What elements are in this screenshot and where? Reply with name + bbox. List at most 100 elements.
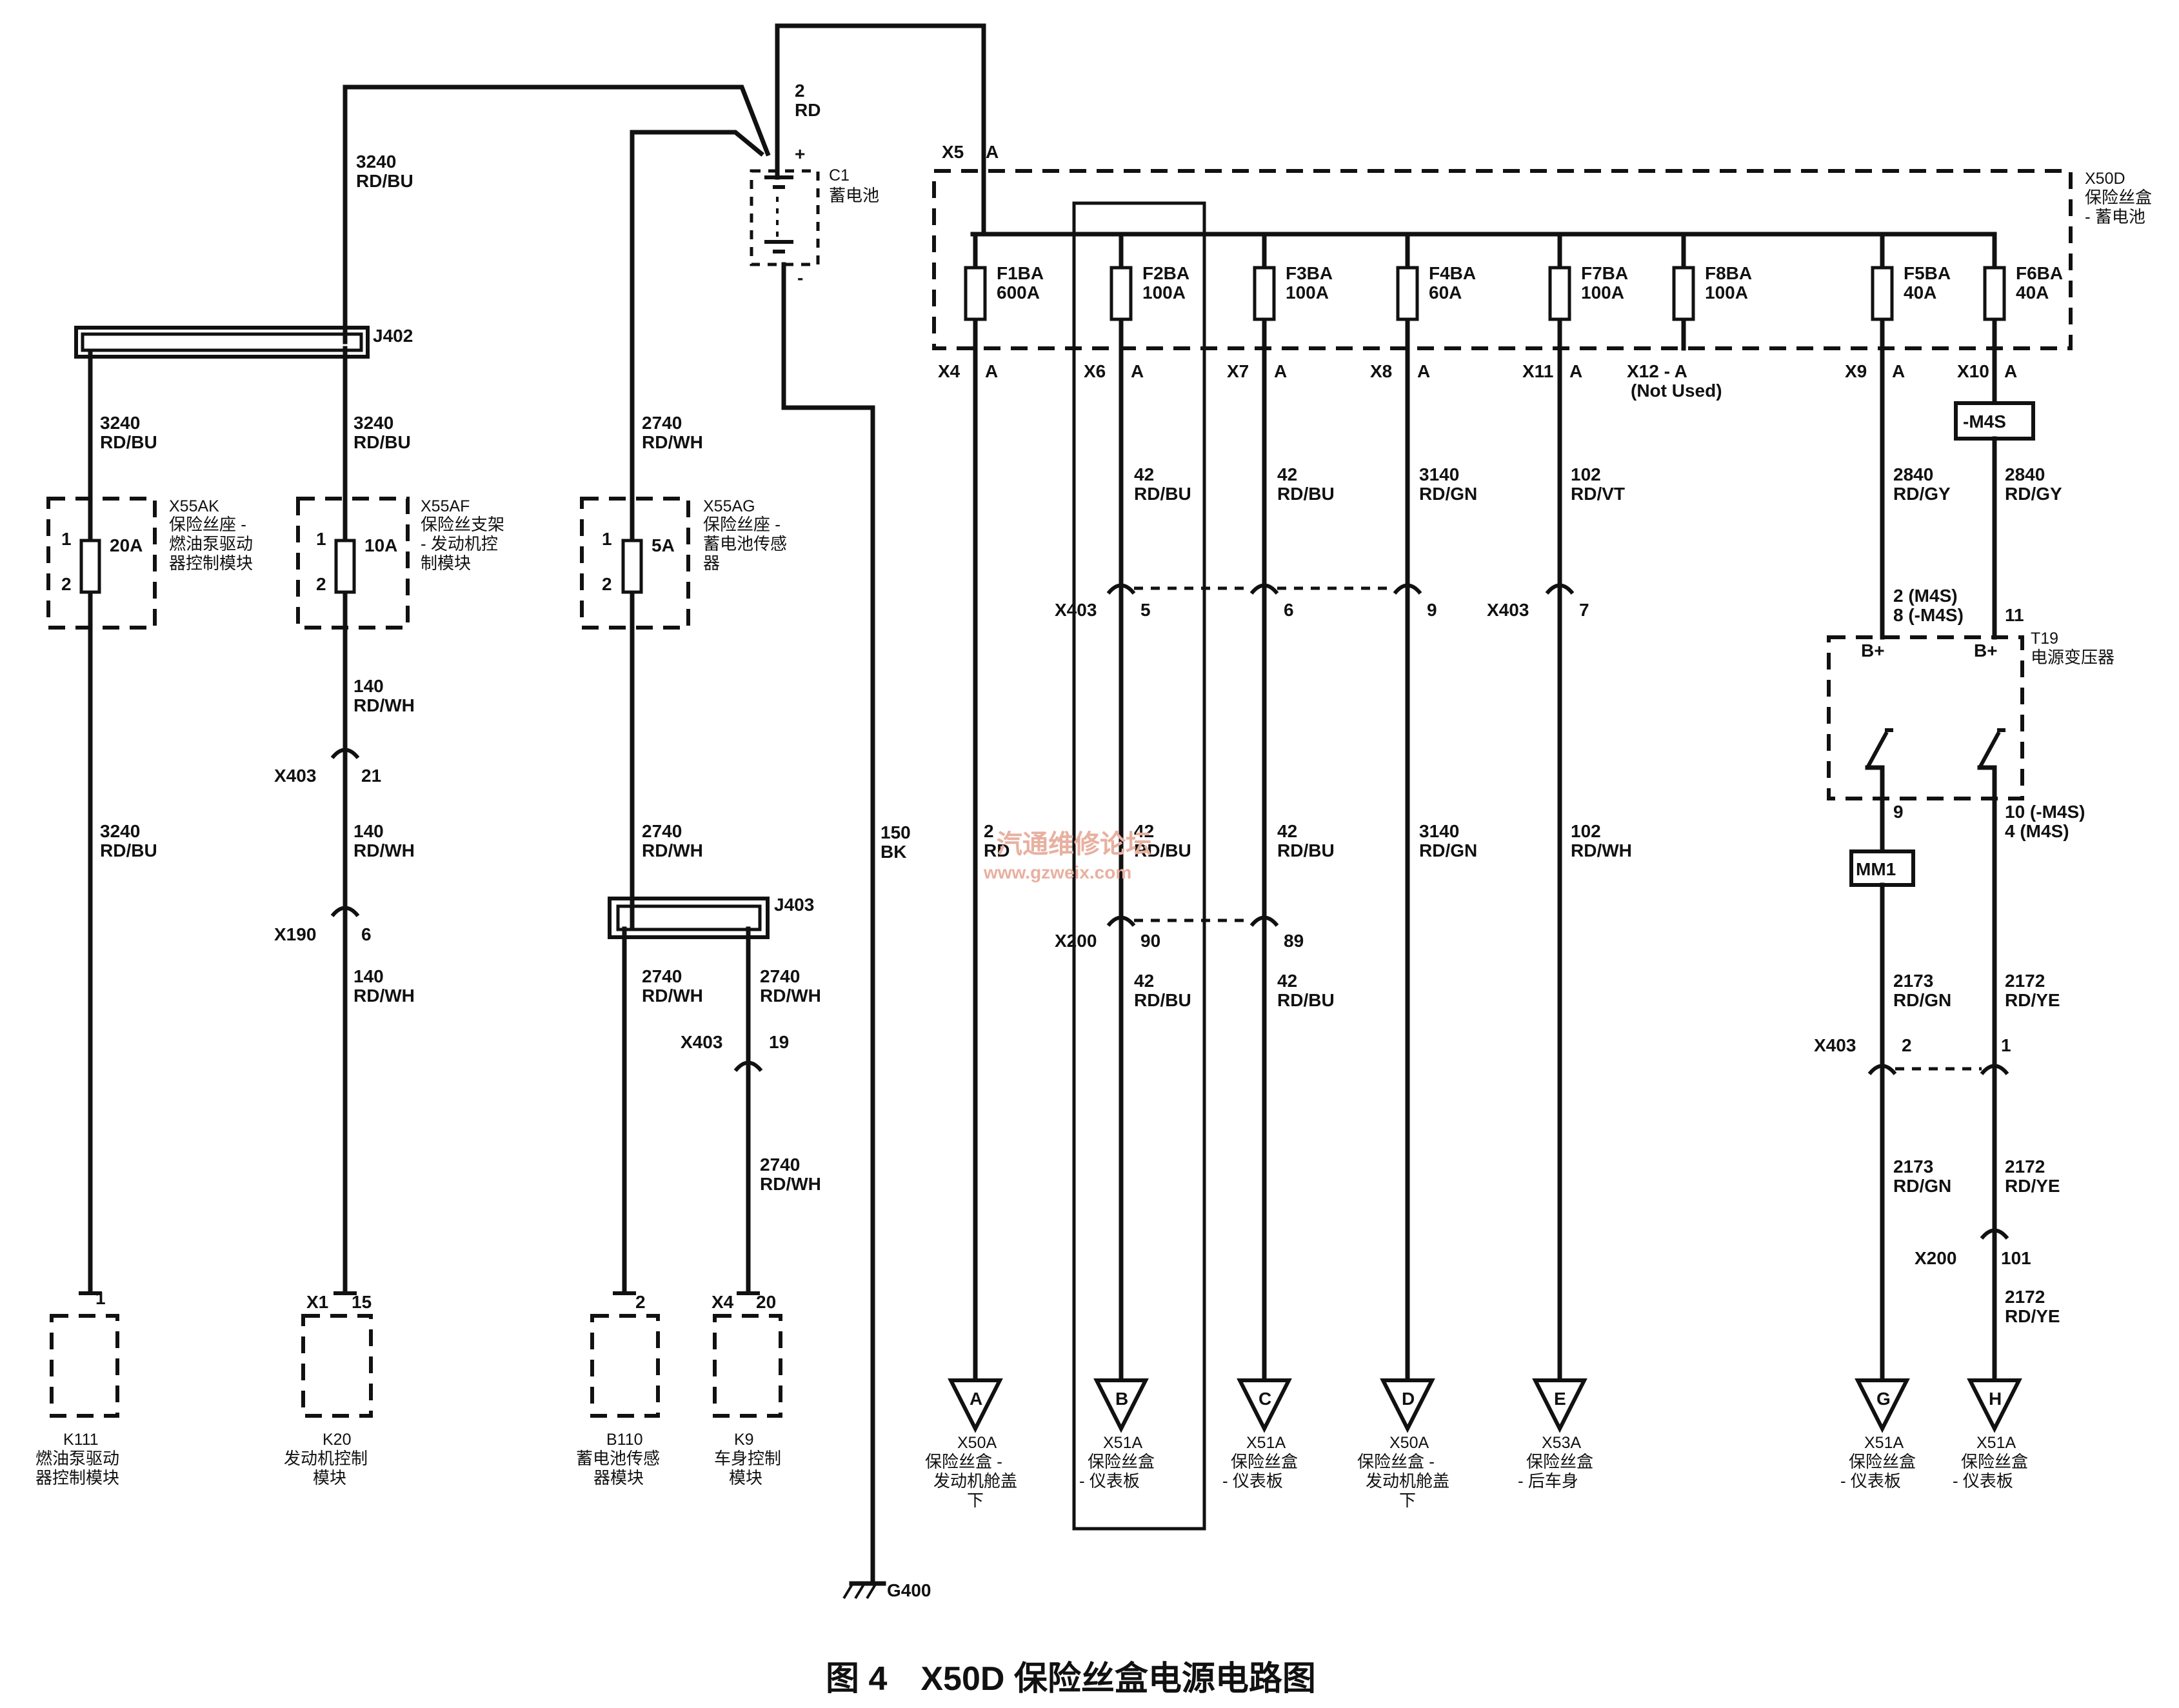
fuse-rating: 40A [1904,283,1936,303]
svg-text:42: 42 [1277,464,1297,484]
fuse-connector: X8 [1370,361,1392,381]
svg-text:RD/BU: RD/BU [1134,840,1191,860]
svg-text:器控制模块: 器控制模块 [169,553,253,573]
svg-text:X403: X403 [681,1032,722,1052]
svg-text:9: 9 [1427,600,1437,620]
fuse-name: F7BA [1581,263,1628,283]
svg-text:6: 6 [1284,600,1294,620]
svg-text:器模块: 器模块 [593,1468,644,1487]
destination-letter: A [970,1389,982,1409]
fuse-connector: X12 - A [1627,361,1687,381]
svg-text:1: 1 [602,529,612,549]
fuse-pin: A [1131,361,1144,381]
svg-text:20: 20 [756,1292,776,1312]
fuse-connector: X6 [1084,361,1106,381]
svg-text:1: 1 [95,1288,106,1308]
highlight-frame [1072,201,1206,1531]
svg-text:T19: T19 [2031,630,2058,648]
svg-text:102: 102 [1571,821,1601,841]
fuse-name: F3BA [1286,263,1333,283]
svg-text:K9: K9 [734,1431,754,1449]
svg-text:2840: 2840 [2005,464,2045,484]
fuse-pin: A [1569,361,1582,381]
svg-text:RD/BU: RD/BU [1134,484,1191,504]
fuse-connector: X11 [1522,361,1553,381]
svg-text:2: 2 [635,1292,646,1312]
destination-text: - 仪表板 [1840,1471,1901,1491]
destination-text: 保险丝盒 [1849,1452,1916,1471]
svg-text:2172: 2172 [2005,1287,2045,1307]
svg-text:90: 90 [1140,931,1160,951]
svg-text:RD: RD [984,840,1010,860]
svg-text:15: 15 [352,1292,372,1312]
svg-text:89: 89 [1284,931,1304,951]
fuse-pin: A [985,361,998,381]
battery-positive-color: RD [795,100,821,120]
svg-text:8 (-M4S): 8 (-M4S) [1893,605,1964,625]
fuse-pin: A [1417,361,1430,381]
destination-text: X50A [1389,1434,1429,1452]
svg-text:2172: 2172 [2005,1157,2045,1177]
svg-text:3240: 3240 [353,413,393,433]
svg-text:B110: B110 [606,1431,643,1449]
svg-text:3140: 3140 [1419,464,1459,484]
svg-text:RD/BU: RD/BU [1277,484,1335,504]
svg-text:3240: 3240 [100,821,140,841]
destination-text: 保险丝盒 [1526,1452,1593,1471]
svg-text:X403: X403 [1487,600,1529,620]
svg-text:2: 2 [61,574,72,594]
fuse-rating: 40A [2016,283,2049,303]
destination-text: 保险丝盒 [1961,1452,2028,1471]
svg-text:7: 7 [1579,600,1589,620]
destination-text: 保险丝盒 [1231,1452,1298,1471]
destination-text: X50A [957,1434,997,1452]
svg-text:42: 42 [1134,464,1154,484]
splice-j402: J402 [74,326,413,359]
svg-text:2172: 2172 [2005,971,2045,991]
svg-text:X403: X403 [1055,600,1097,620]
svg-text:102: 102 [1571,464,1601,484]
fuse-rating: 100A [1705,283,1748,303]
svg-text:保险丝支架: 保险丝支架 [421,515,504,534]
watermark-url: www.gzweix.com [983,862,1131,882]
fuse-connector: X10 [1957,361,1989,381]
svg-text:1: 1 [316,529,326,549]
svg-text:140: 140 [353,821,384,841]
main-3240-circuit: 3240 [356,152,396,172]
battery-minus: - [797,268,803,288]
fuse-name: F1BA [997,263,1044,283]
main-3240-color: RD/BU [356,171,413,191]
svg-text:RD/WH: RD/WH [353,695,415,715]
fuse-pin: A [2004,361,2017,381]
fuse-connector: X4 [938,361,960,381]
svg-text:X403: X403 [274,766,316,786]
destination-text: X51A [1246,1434,1286,1452]
fuse-pin: A [1274,361,1287,381]
svg-text:3240: 3240 [100,413,140,433]
svg-text:RD/WH: RD/WH [353,986,415,1006]
output-b: 42 RD/BU X403 5 42 RD/BU X200 90 42 RD/B… [1055,346,1191,1380]
fuse-connector: X7 [1227,361,1249,381]
svg-text:蓄电池传感: 蓄电池传感 [703,534,787,553]
svg-text:2: 2 [1902,1035,1912,1055]
svg-text:2173: 2173 [1893,971,1933,991]
figure-caption: 图 4 X50D 保险丝盒电源电路图 [826,1660,1316,1698]
fuse-rating: 60A [1429,283,1462,303]
svg-text:RD/YE: RD/YE [2005,1176,2060,1196]
destination-letter: B [1115,1389,1128,1409]
svg-text:RD/WH: RD/WH [353,840,415,860]
svg-text:11: 11 [2005,605,2024,625]
svg-text:RD/WH: RD/WH [760,1174,821,1194]
fuse-rating: 100A [1286,283,1329,303]
fuse-name: F8BA [1705,263,1752,283]
